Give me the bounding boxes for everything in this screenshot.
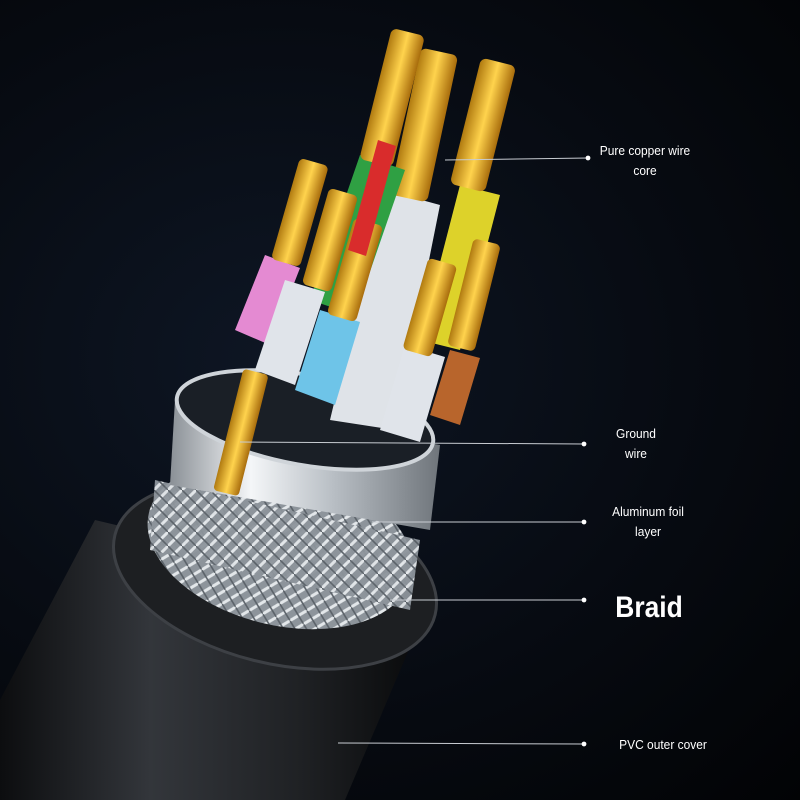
leader-dot-copper-core [585, 155, 591, 161]
braid-band [150, 480, 420, 610]
leader-dot-aluminum-foil [581, 519, 587, 525]
label-copper-core: Pure copper wire core [599, 143, 691, 178]
leader-line-copper-core [444, 157, 589, 161]
ground-wire-strands [213, 369, 268, 496]
leader-dot-pvc-cover [581, 741, 587, 747]
conductor-pink [235, 159, 328, 345]
leader-dot-ground-wire [581, 441, 587, 447]
conductor-white-center [330, 48, 458, 430]
leader-dot-braid [581, 597, 587, 603]
label-braid: Braid [615, 591, 683, 624]
leader-line-ground-wire [239, 441, 585, 445]
label-pvc-cover: PVC outer cover [619, 737, 707, 752]
leader-line-pvc-cover [337, 742, 585, 745]
conductor-brown [430, 239, 500, 425]
conductor-white-right [380, 258, 457, 442]
conductors [213, 29, 515, 496]
conductor-red [348, 140, 396, 256]
label-ground-wire: Ground wire [616, 426, 656, 461]
label-aluminum-foil: Aluminum foil layer [612, 504, 684, 539]
leader-lines [239, 155, 591, 747]
conductor-white-left [255, 188, 358, 385]
